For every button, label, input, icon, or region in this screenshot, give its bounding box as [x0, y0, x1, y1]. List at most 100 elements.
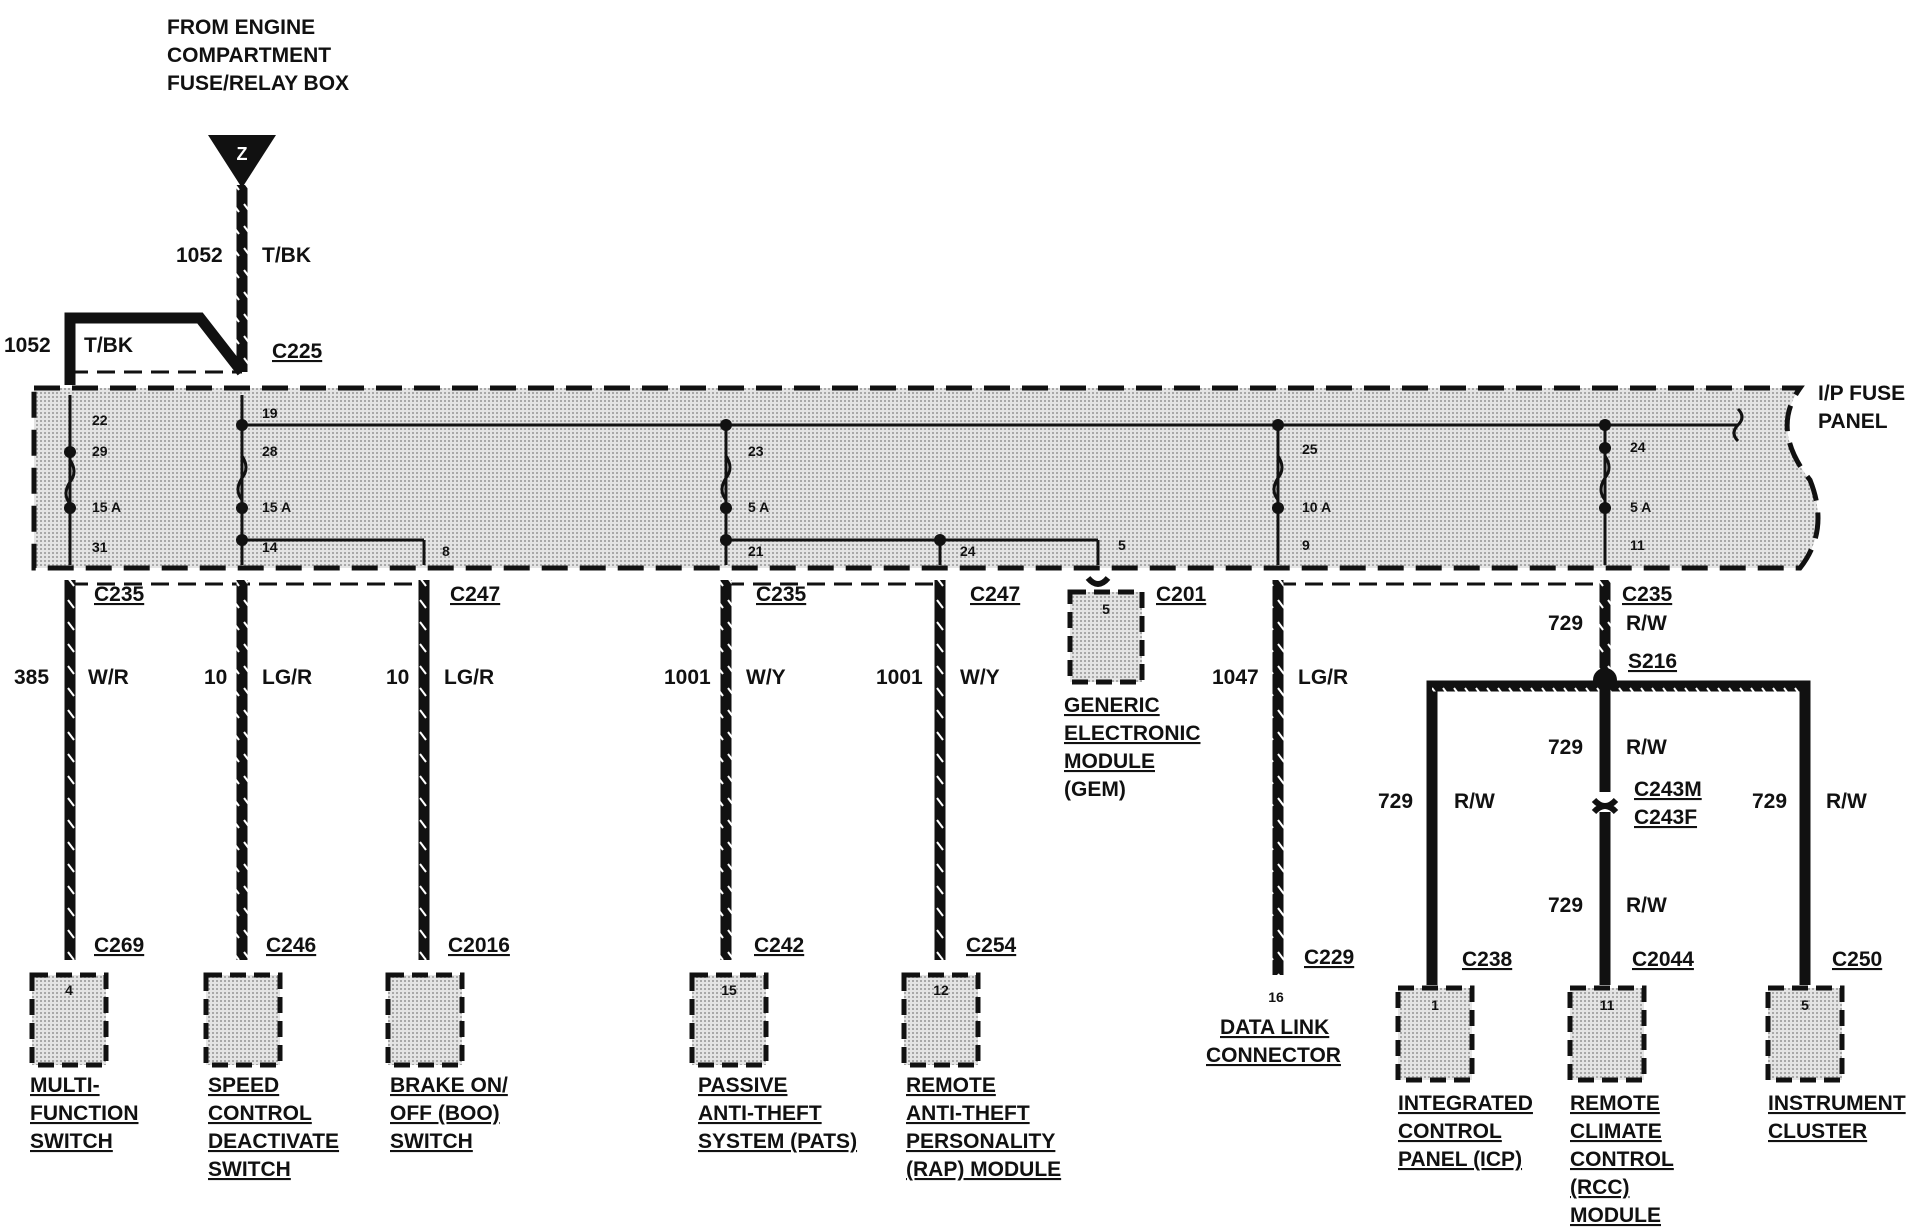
source-label: FROM ENGINE COMPARTMENT FUSE/RELAY BOX — [167, 16, 349, 95]
rcc-pin: 11 — [1600, 997, 1615, 1013]
b2-name-2: CONTROL — [208, 1102, 312, 1125]
b1-color: W/R — [88, 666, 129, 689]
panel-name-line-2: PANEL — [1818, 410, 1888, 433]
fuse-25-amps: 10 A — [1302, 499, 1331, 515]
loop-wire-1052: 1052 T/BK — [4, 312, 247, 385]
fuse-28-top-pin: 19 — [262, 405, 278, 421]
fuse-23-amps: 5 A — [748, 499, 769, 515]
b3-color: LG/R — [444, 666, 494, 689]
fuse-29-top-pin: 22 — [92, 412, 108, 428]
branch-multifunction: C235 385 W/R C269 4 MULTI- FUNCTION SWIT… — [14, 580, 145, 1153]
fuse-24: 24 5 A 11 — [1599, 419, 1651, 565]
branch-rap-module: C247 1001 W/Y C254 12 REMOTE ANTI-THEFT … — [876, 580, 1061, 1181]
b7-circuit: 1047 — [1212, 666, 1259, 689]
b5-name-4: (RAP) MODULE — [906, 1158, 1061, 1181]
b3-device-connector: C2016 — [448, 934, 510, 957]
fuse-29: 22 29 15 A 31 — [64, 395, 121, 565]
low-color: R/W — [1626, 894, 1667, 917]
source-line-3: FUSE/RELAY BOX — [167, 72, 349, 95]
loop-wire-color: T/BK — [84, 334, 133, 357]
ip-fuse-panel: I/P FUSE PANEL — [31, 382, 1905, 571]
fuse-29-number: 29 — [92, 443, 108, 459]
rcc-connector: C2044 — [1632, 948, 1694, 971]
fuse-24-number: 24 — [1630, 439, 1646, 455]
icp-pin: 1 — [1431, 997, 1439, 1013]
low-circuit: 729 — [1548, 894, 1583, 917]
b2-name-1: SPEED — [208, 1074, 279, 1097]
b4-device-connector: C242 — [754, 934, 804, 957]
gem-pin: 5 — [1102, 601, 1110, 617]
b2-circuit: 10 — [204, 666, 227, 689]
right-circuit: 729 — [1548, 612, 1583, 635]
splice-label: S216 — [1628, 650, 1677, 673]
fuse-23-bottom-pin: 21 — [748, 543, 764, 559]
left-circuit: 729 — [1378, 790, 1413, 813]
branch-729-tree: C235 729 R/W S216 729 R/W C243M C243F 72… — [1378, 580, 1867, 985]
rcc-name-3: CONTROL — [1570, 1148, 1674, 1171]
pin-8: 8 — [442, 543, 450, 559]
fuse-23-number: 23 — [748, 443, 764, 459]
source-line-2: COMPARTMENT — [167, 44, 331, 67]
pin-24: 24 — [960, 543, 976, 559]
branch-speed-control: 10 LG/R C246 SPEED CONTROL DEACTIVATE SW… — [203, 580, 339, 1181]
ic-connector: C250 — [1832, 948, 1882, 971]
b4-color: W/Y — [746, 666, 786, 689]
inline-c243m: C243M — [1634, 778, 1702, 801]
source-line-1: FROM ENGINE — [167, 16, 315, 39]
icp-name-3: PANEL (ICP) — [1398, 1148, 1522, 1171]
icp-module: C238 1 INTEGRATED CONTROL PANEL (ICP) — [1395, 948, 1533, 1171]
b1-circuit: 385 — [14, 666, 49, 689]
b5-circuit: 1001 — [876, 666, 923, 689]
inline-c243f: C243F — [1634, 806, 1697, 829]
terminal-z: Z — [208, 135, 276, 188]
b5-name-3: PERSONALITY — [906, 1130, 1055, 1153]
b1-out-connector: C235 — [94, 583, 145, 606]
b5-pin: 12 — [933, 982, 949, 998]
b4-circuit: 1001 — [664, 666, 711, 689]
b2-device-connector: C246 — [266, 934, 316, 957]
right-branch-color: R/W — [1826, 790, 1867, 813]
left-color: R/W — [1454, 790, 1495, 813]
fuse-28-bottom-pin: 14 — [262, 539, 278, 555]
ic-pin: 5 — [1801, 997, 1809, 1013]
branch-pats: C235 1001 W/Y C242 15 PASSIVE ANTI-THEFT… — [664, 580, 857, 1153]
fuse-24-bottom-pin: 11 — [1630, 537, 1645, 553]
b1-device-connector: C269 — [94, 934, 144, 957]
b5-color: W/Y — [960, 666, 1000, 689]
gem-connector: C201 — [1156, 583, 1207, 606]
b7-device-connector: C229 — [1304, 946, 1354, 969]
fuse-29-bottom-pin: 31 — [92, 539, 108, 555]
b4-name-3: SYSTEM (PATS) — [698, 1130, 857, 1153]
b1-name-1: MULTI- — [30, 1074, 100, 1097]
gem-name-3: MODULE — [1064, 750, 1155, 773]
fuse-25: 25 10 A 9 — [1272, 419, 1331, 565]
b2-name-4: SWITCH — [208, 1158, 291, 1181]
fuse-24-amps: 5 A — [1630, 499, 1651, 515]
b3-out-connector: C247 — [450, 583, 500, 606]
b5-device-connector: C254 — [966, 934, 1017, 957]
b2-color: LG/R — [262, 666, 312, 689]
b2-name-3: DEACTIVATE — [208, 1130, 339, 1153]
feed-wire-color: T/BK — [262, 244, 311, 267]
b5-name-1: REMOTE — [906, 1074, 996, 1097]
b4-name-1: PASSIVE — [698, 1074, 787, 1097]
b7-color: LG/R — [1298, 666, 1348, 689]
icp-name-2: CONTROL — [1398, 1120, 1502, 1143]
fuse-29-amps: 15 A — [92, 499, 121, 515]
rcc-name-4: (RCC) — [1570, 1176, 1629, 1199]
pin-5: 5 — [1118, 537, 1126, 553]
right-branch-circuit: 729 — [1752, 790, 1787, 813]
b1-name-3: SWITCH — [30, 1130, 113, 1153]
fuse-25-bottom-pin: 9 — [1302, 537, 1310, 553]
gem-name-4: (GEM) — [1064, 778, 1126, 801]
b1-name-2: FUNCTION — [30, 1102, 139, 1125]
b3-name-3: SWITCH — [390, 1130, 473, 1153]
feed-wire-1052: 1052 T/BK — [176, 185, 311, 372]
rcc-name-1: REMOTE — [1570, 1092, 1660, 1115]
icp-name-1: INTEGRATED — [1398, 1092, 1533, 1115]
instrument-cluster: C250 5 INSTRUMENT CLUSTER — [1765, 948, 1906, 1143]
fuse-25-number: 25 — [1302, 441, 1318, 457]
mid-color: R/W — [1626, 736, 1667, 759]
right-out-connector: C235 — [1622, 583, 1673, 606]
